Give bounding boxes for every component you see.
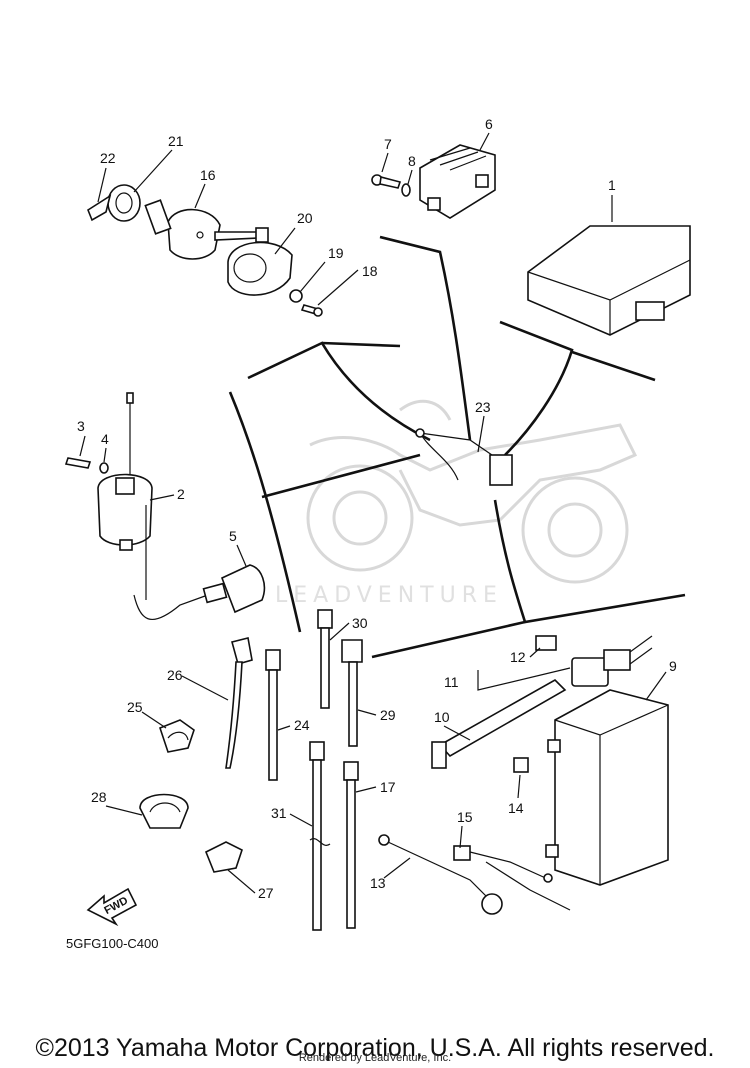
part-7-bolt[interactable] [371, 174, 402, 189]
copyright-notice: ©2013 Yamaha Motor Corporation, U.S.A. A… [35, 1034, 715, 1062]
label-3: 3 [77, 418, 85, 434]
label-18: 18 [362, 263, 378, 279]
label-11: 11 [444, 674, 459, 690]
part-17-band[interactable] [343, 761, 359, 929]
label-1: 1 [608, 177, 616, 193]
label-9: 9 [669, 658, 677, 674]
part-13-lead[interactable] [378, 834, 503, 915]
part-12-fuse[interactable] [535, 635, 557, 651]
part-15-lead[interactable] [453, 845, 571, 911]
label-2: 2 [177, 486, 185, 502]
label-15: 15 [457, 809, 473, 825]
label-21: 21 [168, 133, 184, 149]
part-30-band[interactable] [317, 609, 333, 709]
label-14: 14 [508, 800, 524, 816]
diagram-code: 5GFG100-C400 [66, 936, 159, 951]
label-4: 4 [101, 431, 109, 447]
label-28: 28 [91, 789, 107, 805]
label-29: 29 [380, 707, 396, 723]
part-28-clamp[interactable] [139, 793, 189, 829]
label-12: 12 [510, 649, 526, 665]
part-29-band[interactable] [341, 639, 363, 747]
part-4-washer[interactable] [99, 462, 109, 474]
label-16: 16 [200, 167, 216, 183]
part-31-band[interactable] [309, 741, 331, 931]
part-23-wire-harness[interactable] [415, 428, 513, 486]
part-11-fuse[interactable] [571, 635, 653, 687]
label-26: 26 [167, 667, 183, 683]
label-20: 20 [297, 210, 313, 226]
label-8: 8 [408, 153, 416, 169]
part-26-band[interactable] [225, 637, 253, 769]
label-31: 31 [271, 805, 287, 821]
part-8-washer[interactable] [401, 183, 411, 197]
part-27-clamp[interactable] [204, 841, 243, 873]
leader-lines [228, 235, 686, 659]
label-23: 23 [475, 399, 491, 415]
part-20-cover[interactable] [227, 241, 293, 296]
part-9-battery[interactable] [545, 689, 669, 886]
part-22-cap[interactable] [87, 194, 112, 222]
part-labels: 1 2 3 4 5 6 7 8 9 10 11 12 13 14 15 16 1… [77, 116, 677, 901]
label-25: 25 [127, 699, 143, 715]
label-27: 27 [258, 885, 274, 901]
part-5-plug-cap[interactable] [133, 564, 266, 620]
motorcycle-silhouette [306, 399, 638, 584]
label-5: 5 [229, 528, 237, 544]
part-18-bolt[interactable] [300, 304, 323, 317]
label-13: 13 [370, 875, 386, 891]
part-10-battery-band[interactable] [431, 679, 567, 769]
part-14-cover[interactable] [513, 757, 529, 773]
part-19-washer[interactable] [289, 289, 303, 303]
label-30: 30 [352, 615, 368, 631]
part-25-clamp[interactable] [159, 719, 195, 753]
part-2-ignition-coil[interactable] [97, 392, 153, 600]
label-17: 17 [380, 779, 396, 795]
label-7: 7 [384, 136, 392, 152]
label-6: 6 [485, 116, 493, 132]
fwd-arrow-icon: FWD [86, 887, 138, 927]
part-1-cdi-unit[interactable] [527, 225, 691, 336]
part-24-band[interactable] [265, 649, 281, 781]
label-leaders [79, 132, 667, 894]
watermark: LEADVENTURE [275, 583, 503, 608]
label-22: 22 [100, 150, 116, 166]
part-6-rectifier[interactable] [419, 144, 496, 219]
label-10: 10 [434, 709, 450, 725]
part-3-bolt[interactable] [64, 457, 92, 469]
label-19: 19 [328, 245, 344, 261]
part-16-main-switch[interactable] [144, 199, 269, 260]
label-24: 24 [294, 717, 310, 733]
rendered-by-credit: Rendered by LeadVenture, Inc. [298, 1052, 452, 1064]
